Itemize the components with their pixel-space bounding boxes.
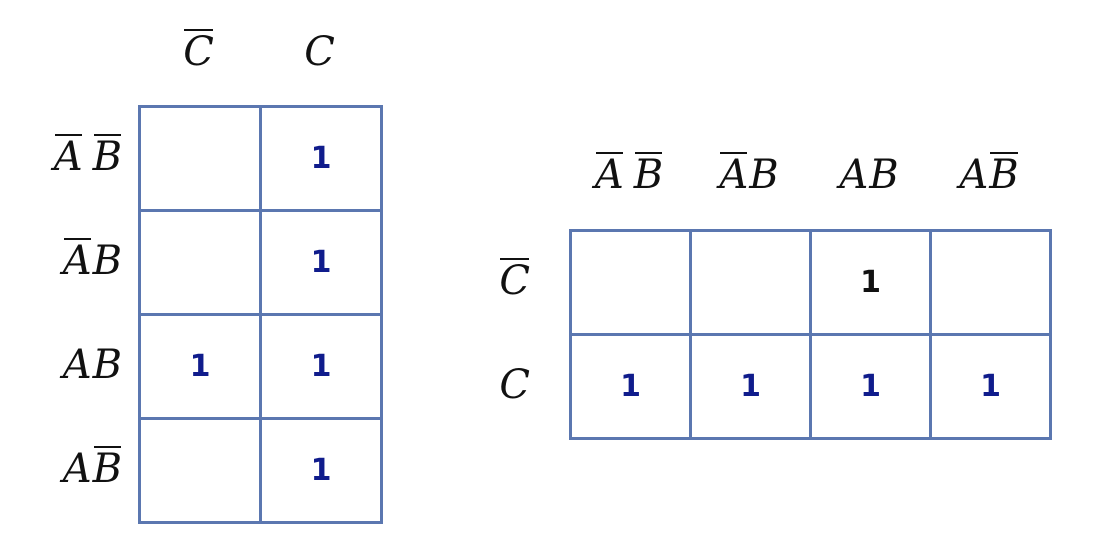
variable-b-complement: B (633, 152, 664, 198)
variable-b-complement: B (92, 446, 122, 492)
variable-a: A (62, 342, 92, 388)
map-cell: 1 (569, 333, 692, 440)
cell-value: 1 (860, 368, 881, 404)
variable-a: A (839, 152, 869, 198)
variable-b-complement: B (989, 152, 1019, 198)
variable-a-complement: A (719, 152, 749, 198)
map-cell: 1 (259, 313, 383, 420)
map-cell (138, 209, 262, 316)
map-cell: 1 (809, 333, 932, 440)
map-cell: 1 (689, 333, 812, 440)
cell-value: 1 (740, 368, 761, 404)
cell-value: 1 (189, 348, 211, 384)
variable-c-complement: C (183, 29, 214, 75)
map-cell (138, 417, 262, 524)
variable-a: A (62, 446, 92, 492)
cell-value: 1 (310, 452, 332, 488)
cell-value: 1 (310, 244, 332, 280)
cell-value: 1 (310, 140, 332, 176)
column-header: C (138, 26, 259, 78)
variable-b: B (92, 238, 122, 284)
map-cell (138, 105, 262, 212)
variable-b: B (869, 152, 899, 198)
variable-b-complement: B (92, 134, 122, 180)
variable-c: C (499, 362, 530, 408)
row-header: C (420, 229, 530, 333)
column-header: C (259, 26, 380, 78)
map-cell: 1 (259, 105, 383, 212)
variable-c: C (304, 29, 335, 75)
map-cell (569, 229, 692, 336)
map-cell: 1 (259, 417, 383, 524)
variable-c-complement: C (499, 258, 530, 304)
variable-a: A (959, 152, 989, 198)
variable-a-complement: A (53, 134, 83, 180)
variable-a-complement: A (62, 238, 92, 284)
map-cell: 1 (929, 333, 1052, 440)
variable-b: B (749, 152, 779, 198)
cell-value: 1 (860, 264, 881, 300)
variable-b: B (92, 342, 122, 388)
cell-value: 1 (980, 368, 1001, 404)
cell-value: 1 (620, 368, 641, 404)
variable-a-complement: A (594, 152, 624, 198)
row-header: C (420, 333, 530, 437)
map-cell (929, 229, 1052, 336)
map-cell (689, 229, 812, 336)
map-cell: 1 (809, 229, 932, 336)
cell-value: 1 (310, 348, 332, 384)
map-cell: 1 (259, 209, 383, 316)
map-cell: 1 (138, 313, 262, 420)
